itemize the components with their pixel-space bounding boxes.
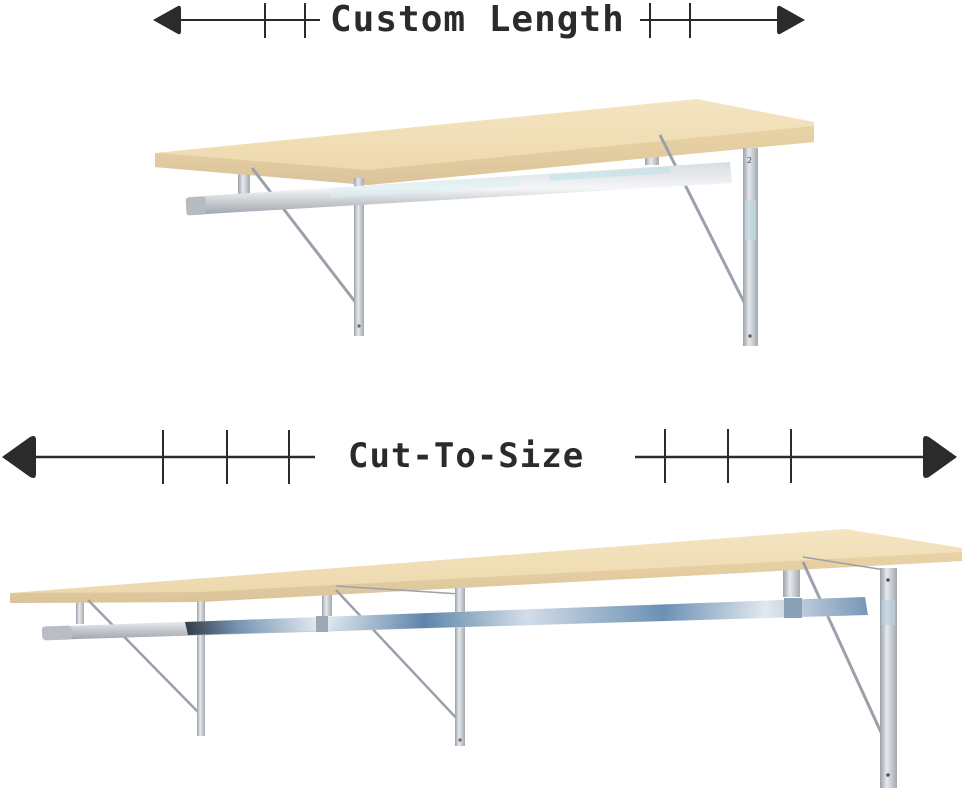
top-shelf-product: 2: [155, 99, 814, 346]
arrow-right-icon: [777, 5, 805, 35]
bracket-right-upright: [743, 148, 758, 346]
bracket-1-upright: [197, 601, 205, 736]
arrow-left-icon: [2, 436, 36, 478]
cut-to-size-heading: Cut-To-Size: [348, 436, 585, 476]
custom-length-heading: Custom Length: [330, 0, 625, 40]
bracket-left-upright: [354, 178, 364, 336]
bracket-2-upright: [455, 588, 465, 746]
shelf-board-top: [155, 99, 814, 185]
bottom-shelf-product: [10, 529, 962, 788]
arrow-left-icon: [153, 5, 181, 35]
arrow-right-icon: [923, 436, 957, 478]
top-dimension-arrow: [153, 3, 805, 38]
bottom-dimension-arrow: [2, 429, 957, 484]
svg-text:2: 2: [747, 156, 752, 165]
shelf-board-bottom: [10, 529, 962, 603]
